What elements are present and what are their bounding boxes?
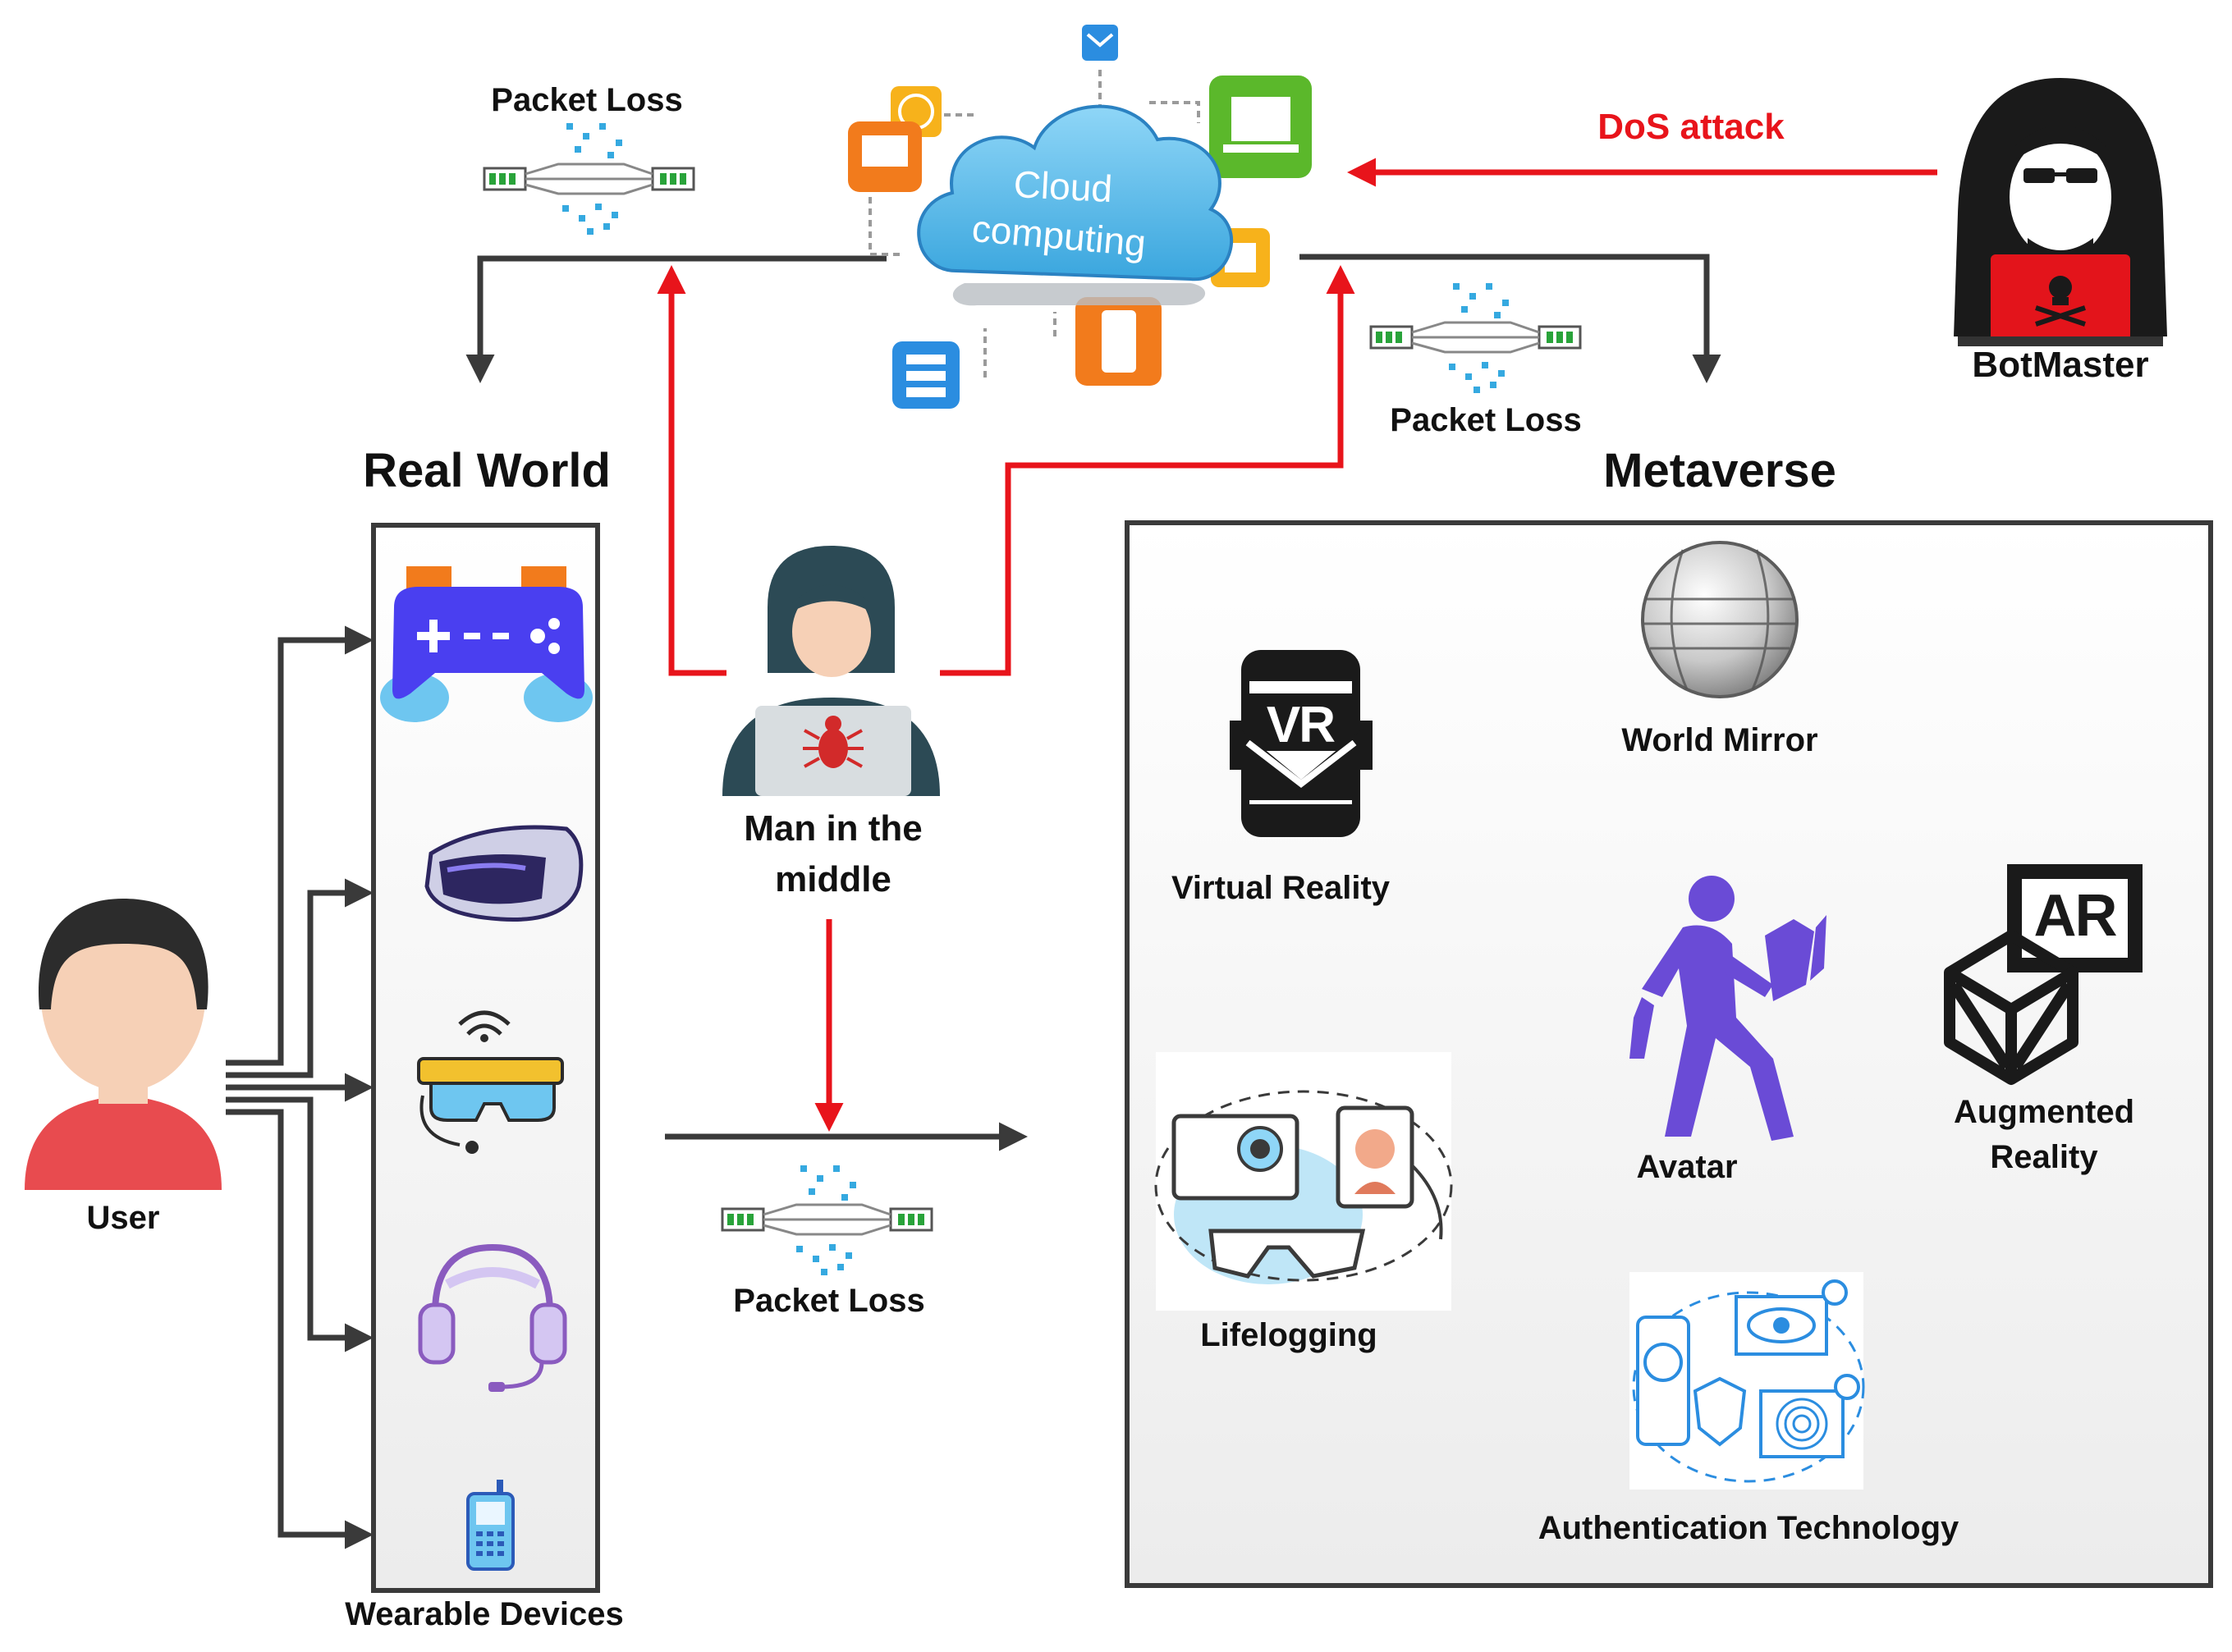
lifelogging-icon [1154, 1052, 1453, 1311]
virtual-reality-label: Virtual Reality [1171, 870, 1391, 906]
email-icon [1082, 25, 1118, 61]
cloud-flow-arrows [465, 254, 1721, 1151]
packet-loss-icon-bottom [721, 1165, 933, 1275]
man-in-the-middle-label-line2: middle [775, 859, 891, 899]
smart-glasses-icon [417, 1010, 564, 1154]
ar-badge-text: AR [2033, 883, 2118, 949]
packet-loss-label-top-left: Packet Loss [491, 82, 683, 118]
packet-loss-icon-top-left [483, 123, 695, 235]
cloud-label-line1: Cloud [1012, 162, 1114, 211]
attack-arrows [657, 158, 1937, 1132]
avatar-label: Avatar [1636, 1149, 1738, 1185]
biometric-authentication-icon [1629, 1272, 1865, 1490]
vr-badge-text: VR [1266, 697, 1336, 753]
lifelogging-label: Lifelogging [1200, 1317, 1377, 1353]
vr-headset-icon [424, 825, 584, 922]
botmaster-label: BotMaster [1972, 345, 2149, 385]
cloud-icon [848, 25, 1312, 409]
user-avatar-icon [25, 899, 222, 1190]
man-in-the-middle-label-line1: Man in the [744, 808, 923, 849]
authentication-technology-label: Authentication Technology [1538, 1510, 1959, 1546]
augmented-reality-label-line2: Reality [1990, 1139, 2098, 1175]
botmaster-hacker-icon [1954, 78, 2167, 346]
vr-icon [1230, 650, 1373, 837]
augmented-reality-label-line1: Augmented [1954, 1094, 2134, 1130]
metaverse-title: Metaverse [1603, 444, 1836, 497]
user-label: User [86, 1200, 160, 1236]
dos-attack-label: DoS attack [1597, 107, 1785, 147]
walking-avatar-icon [1629, 876, 1826, 1141]
world-mirror-label: World Mirror [1621, 722, 1818, 758]
real-world-title: Real World [363, 444, 611, 497]
packet-loss-icon-top-right [1369, 283, 1582, 393]
gamepad-icon [380, 566, 593, 722]
mobile-phone-icon [466, 1480, 515, 1571]
user-to-devices-arrows [226, 625, 374, 1549]
packet-loss-label-top-right: Packet Loss [1390, 402, 1582, 438]
globe-icon [1641, 541, 1799, 698]
packet-loss-label-bottom: Packet Loss [733, 1283, 925, 1319]
ar-cube-icon [1944, 864, 2143, 1085]
wearable-devices-label: Wearable Devices [345, 1596, 624, 1632]
hacker-icon [722, 546, 940, 796]
headphones-icon [418, 1243, 567, 1392]
